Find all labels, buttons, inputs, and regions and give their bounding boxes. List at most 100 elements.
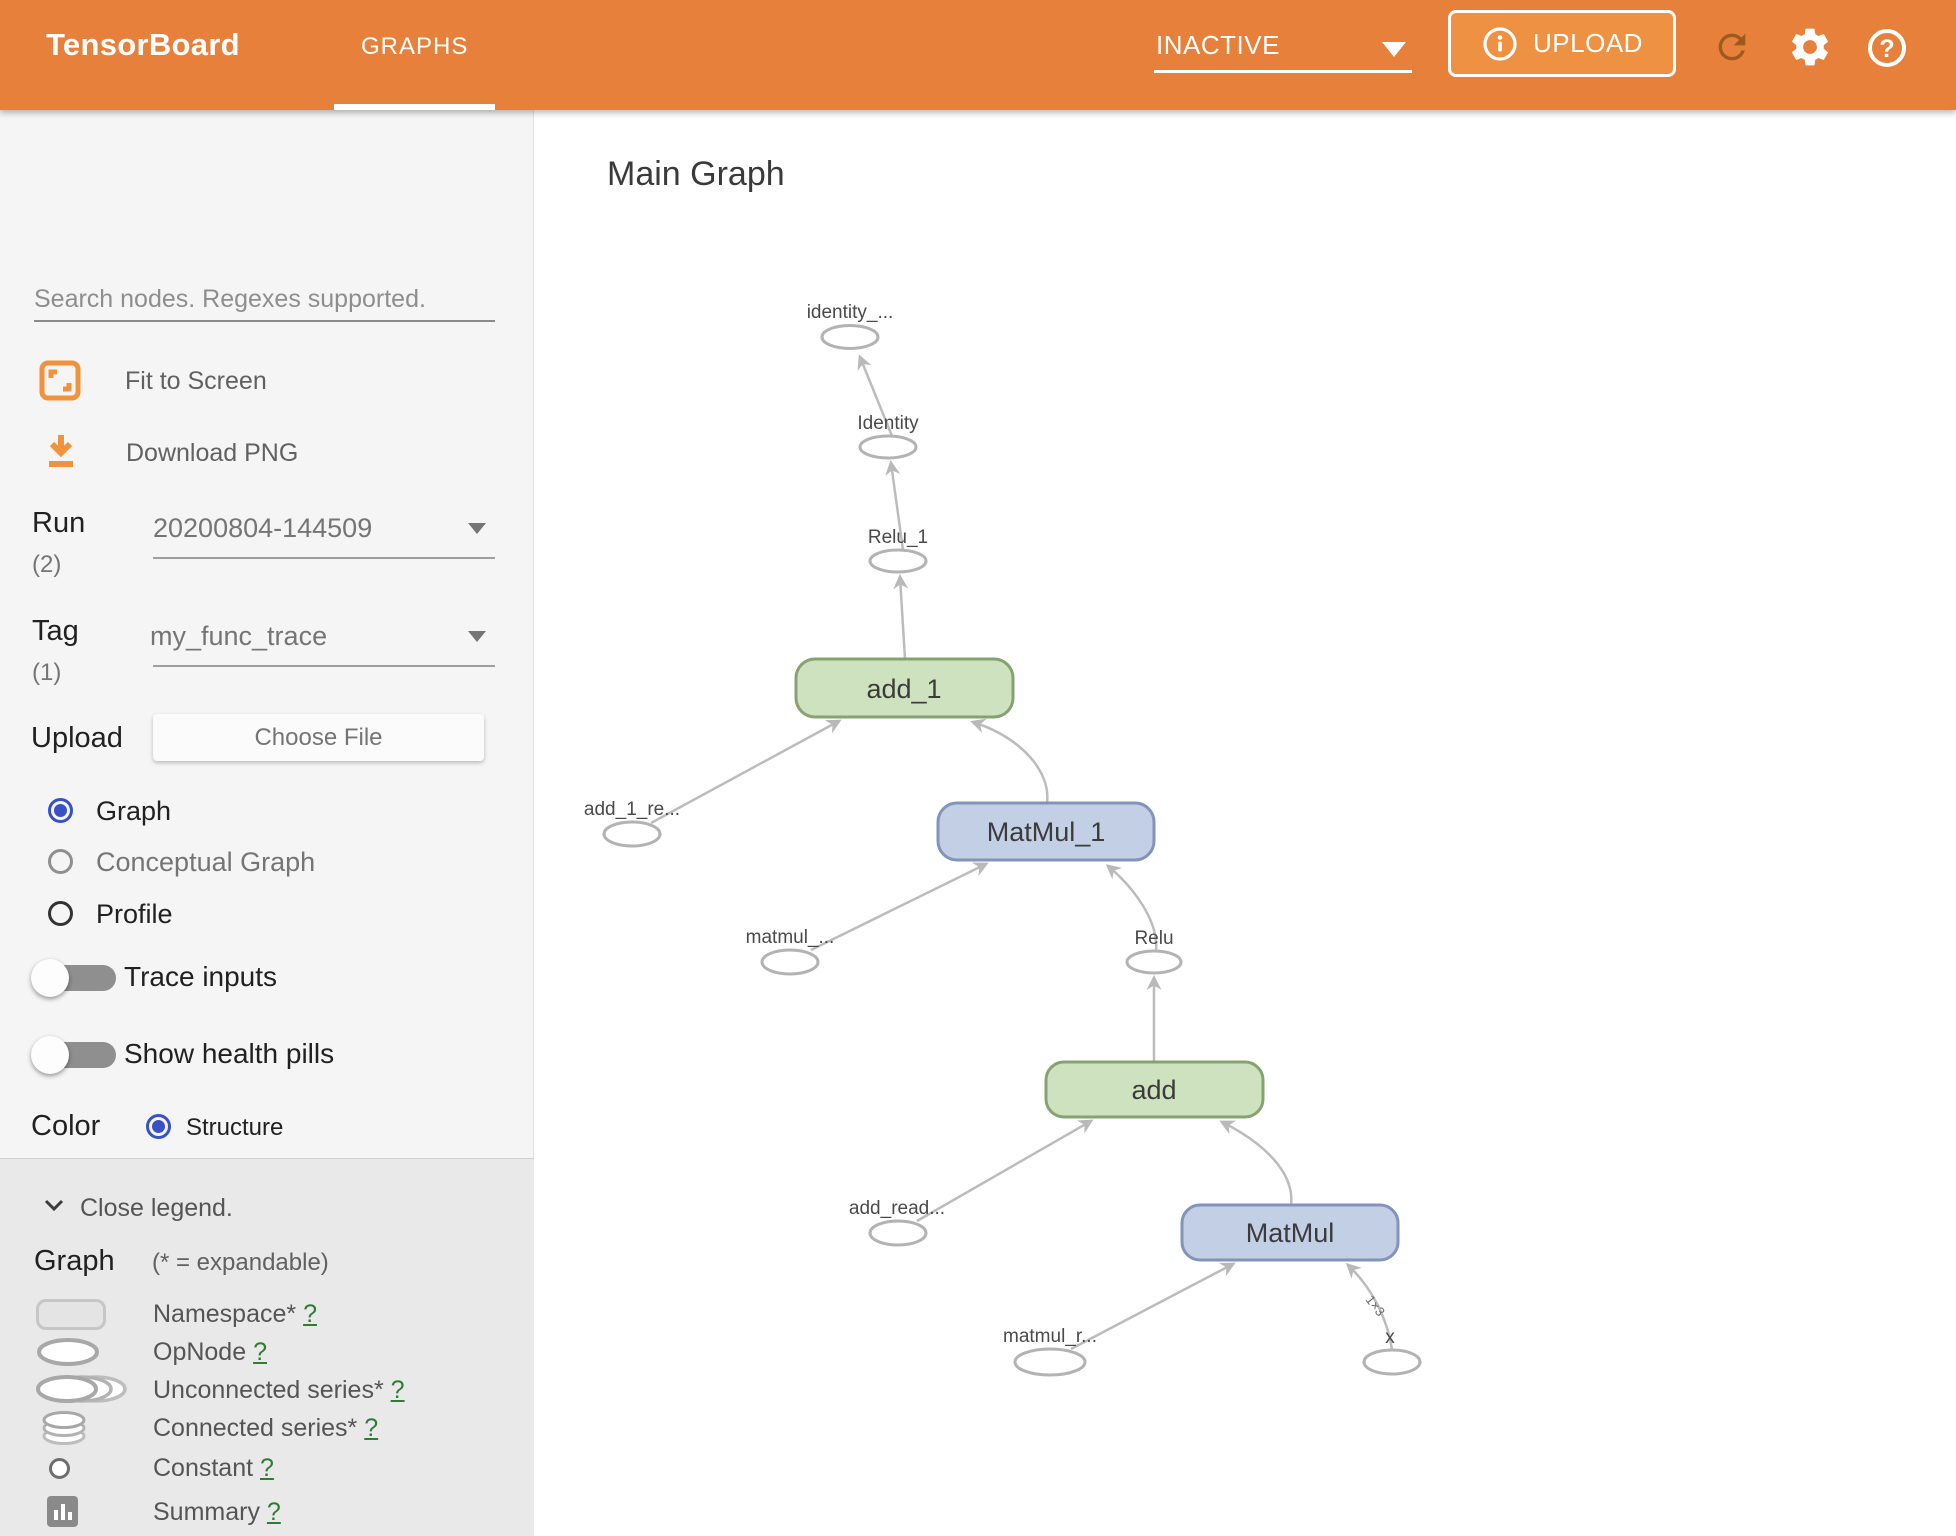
- constant-circle-icon: [49, 1458, 70, 1479]
- op-node-identity-series[interactable]: identity_...: [807, 302, 894, 350]
- status-dropdown-value: INACTIVE: [1156, 30, 1280, 60]
- tab-graphs[interactable]: GRAPHS: [361, 33, 469, 60]
- edge-add1re-to-add1: [650, 719, 842, 825]
- tag-dropdown[interactable]: my_func_trace: [150, 621, 328, 651]
- caret-down-icon[interactable]: [468, 523, 486, 534]
- tag-label: Tag: [32, 615, 79, 647]
- graph-node-add-1[interactable]: add_1: [794, 657, 1015, 719]
- radio-graph-label[interactable]: Graph: [96, 796, 172, 826]
- op-node-identity[interactable]: Identity: [857, 413, 919, 460]
- radio-conceptual-graph-label[interactable]: Conceptual Graph: [96, 847, 316, 877]
- svg-text:matmul_...: matmul_...: [746, 927, 835, 948]
- svg-text:MatMul: MatMul: [1246, 1218, 1335, 1248]
- edge-identity-to-identity_: [857, 354, 894, 437]
- summary-icon: [47, 1496, 78, 1527]
- status-dropdown[interactable]: INACTIVE: [1156, 30, 1412, 76]
- edge-shape-label: 1×3: [1363, 1292, 1388, 1319]
- legend-item-unconnected-series: Unconnected series* ?: [153, 1376, 405, 1404]
- svg-text:add_read...: add_read...: [849, 1198, 945, 1219]
- edge-relu-to-matmul1: [1105, 864, 1158, 952]
- edge-matmul1-to-add1: [970, 718, 1049, 804]
- run-dropdown[interactable]: 20200804-144509: [153, 513, 373, 543]
- sidebar: Fit to Screen Download PNG Run (2) 20200…: [0, 110, 534, 1536]
- connected-series-icon: [42, 1411, 86, 1445]
- run-count: (2): [32, 551, 62, 578]
- svg-text:Identity: Identity: [857, 413, 919, 434]
- app-logo: TensorBoard: [46, 27, 240, 62]
- help-link[interactable]: ?: [364, 1414, 379, 1442]
- download-png-icon[interactable]: [45, 433, 77, 469]
- graph-node-add[interactable]: add: [1044, 1060, 1265, 1119]
- caret-down-icon: [1382, 42, 1406, 57]
- radio-profile-label[interactable]: Profile: [96, 899, 173, 929]
- opnode-ellipse-icon: [37, 1338, 99, 1366]
- legend-subtitle: (* = expandable): [152, 1249, 329, 1276]
- graph-node-matmul[interactable]: MatMul: [1180, 1203, 1400, 1262]
- download-png-button[interactable]: Download PNG: [126, 439, 299, 467]
- legend-item-namespace: Namespace* ?: [153, 1300, 317, 1328]
- legend-item-summary: Summary ?: [153, 1498, 281, 1526]
- edge-relu1-to-identity: [885, 460, 905, 551]
- op-node-matmul-series[interactable]: matmul_...: [746, 927, 835, 976]
- search-input[interactable]: [34, 278, 495, 322]
- help-link[interactable]: ?: [266, 1498, 281, 1526]
- caret-down-icon[interactable]: [468, 631, 486, 642]
- close-legend-button[interactable]: Close legend.: [80, 1194, 233, 1222]
- trace-inputs-toggle-knob[interactable]: [31, 959, 69, 997]
- upload-button[interactable]: UPLOAD: [1448, 10, 1676, 77]
- svg-text:?: ?: [1879, 35, 1894, 63]
- show-health-pills-label: Show health pills: [124, 1038, 335, 1069]
- color-label: Color: [31, 1110, 101, 1142]
- chevron-down-icon[interactable]: [44, 1199, 64, 1212]
- edge-matmul-to-add: [1219, 1120, 1293, 1206]
- edge-addread-to-add: [916, 1119, 1094, 1223]
- help-link[interactable]: ?: [303, 1300, 317, 1328]
- edge-matmul-series-to-matmul1: [810, 862, 989, 952]
- help-link[interactable]: ?: [260, 1454, 274, 1482]
- help-link[interactable]: ?: [390, 1376, 405, 1404]
- graph-canvas[interactable]: 1×3 identity_... Identity Relu_1 add_1_r…: [534, 110, 1956, 1426]
- edge-add1-to-relu1: [893, 574, 909, 660]
- upload-button-label: UPLOAD: [1533, 28, 1643, 58]
- legend-item-connected-series: Connected series* ?: [153, 1414, 379, 1442]
- header-toolbar: TensorBoard GRAPHS INACTIVE UPLOAD ?: [0, 0, 1956, 110]
- op-node-matmul-read[interactable]: matmul_r...: [1003, 1326, 1097, 1377]
- graph-node-matmul-1[interactable]: MatMul_1: [936, 801, 1156, 862]
- svg-text:matmul_r...: matmul_r...: [1003, 1326, 1097, 1347]
- tag-dropdown-underline: [153, 665, 495, 667]
- refresh-icon[interactable]: [1712, 27, 1752, 67]
- legend-title: Graph: [34, 1245, 115, 1277]
- run-dropdown-underline: [153, 557, 495, 559]
- svg-text:x: x: [1385, 1327, 1395, 1348]
- trace-inputs-label: Trace inputs: [124, 961, 278, 992]
- radio-color-structure-label[interactable]: Structure: [186, 1114, 284, 1141]
- radio-color-structure[interactable]: [146, 1114, 171, 1139]
- radio-graph[interactable]: [48, 798, 73, 823]
- op-node-add-read[interactable]: add_read...: [849, 1198, 945, 1247]
- radio-profile[interactable]: [48, 901, 73, 926]
- help-link[interactable]: ?: [253, 1338, 267, 1366]
- help-icon[interactable]: ?: [1865, 26, 1909, 70]
- show-health-pills-toggle-knob[interactable]: [31, 1036, 69, 1074]
- fit-to-screen-icon[interactable]: [39, 360, 81, 401]
- radio-conceptual-graph[interactable]: [48, 849, 73, 874]
- unconnected-series-icon: [36, 1375, 127, 1403]
- choose-file-button[interactable]: Choose File: [153, 714, 484, 761]
- svg-text:identity_...: identity_...: [807, 302, 894, 323]
- op-node-x[interactable]: x: [1362, 1327, 1422, 1376]
- op-node-relu[interactable]: Relu: [1125, 928, 1183, 975]
- legend-panel: Close legend. Graph (* = expandable) Nam…: [0, 1158, 534, 1536]
- svg-text:MatMul_1: MatMul_1: [987, 817, 1106, 847]
- legend-item-constant: Constant ?: [153, 1454, 274, 1482]
- upload-label: Upload: [31, 722, 123, 754]
- op-node-relu-1[interactable]: Relu_1: [868, 527, 928, 574]
- svg-text:add_1: add_1: [866, 674, 941, 704]
- fit-to-screen-button[interactable]: Fit to Screen: [125, 367, 267, 395]
- tag-count: (1): [32, 659, 62, 686]
- legend-item-opnode: OpNode ?: [153, 1338, 267, 1366]
- op-node-add-1-read[interactable]: add_1_re...: [584, 799, 680, 848]
- run-label: Run: [32, 507, 86, 539]
- gear-icon[interactable]: [1787, 24, 1833, 70]
- svg-text:Relu_1: Relu_1: [868, 527, 928, 548]
